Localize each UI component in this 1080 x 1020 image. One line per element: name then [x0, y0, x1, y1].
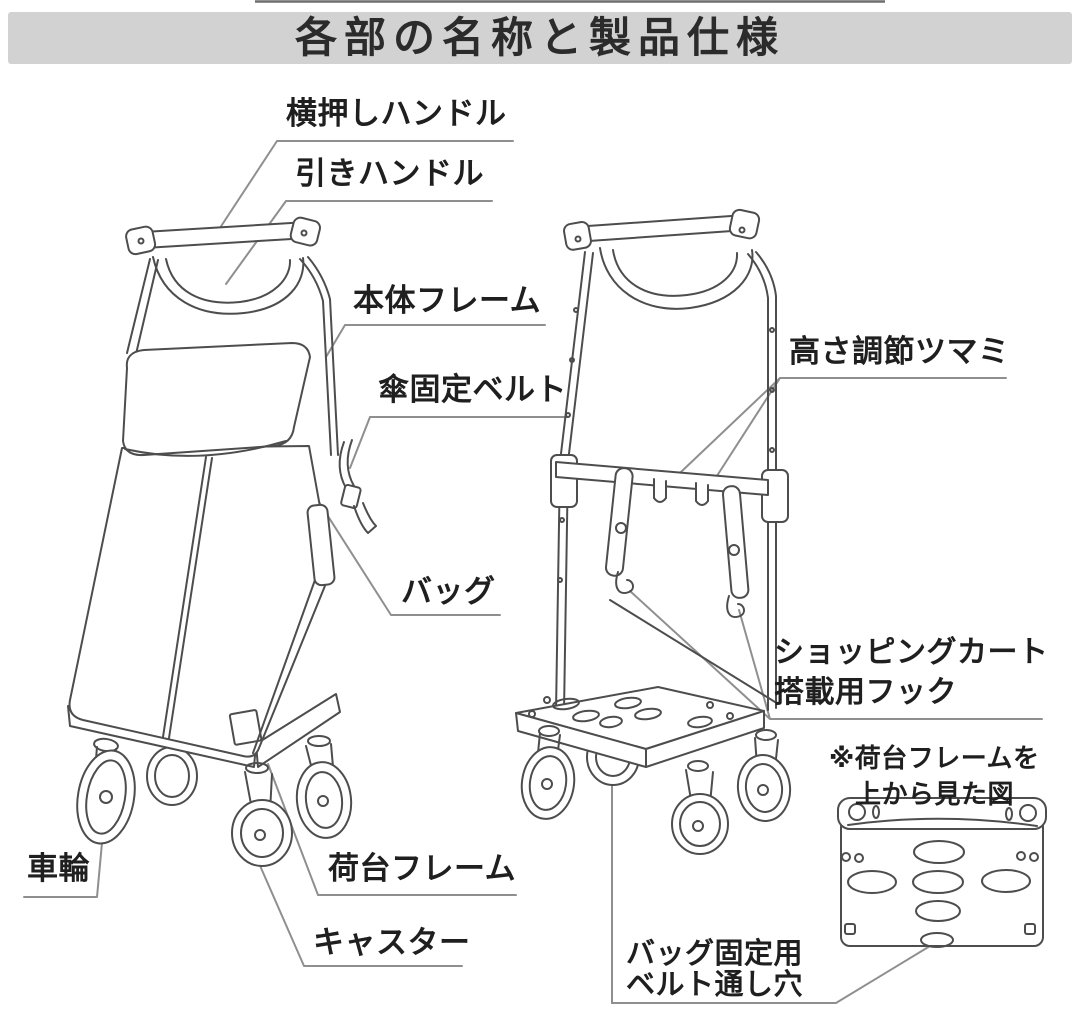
- label-top-view-note-line1: ※荷台フレームを: [829, 744, 1040, 774]
- label-body-frame: 本体フレーム: [353, 283, 542, 319]
- label-bag: バッグ: [401, 574, 496, 610]
- umbrella-belt-shape: [338, 439, 377, 534]
- label-cart-hook: ショッピングカート 搭載用フック: [774, 633, 1049, 713]
- label-pull-handle: 引きハンドル: [295, 156, 484, 192]
- frame-left-wheel: [520, 725, 576, 820]
- label-belt-hole: バッグ固定用 ベルト通し穴: [626, 938, 803, 1000]
- label-belt-hole-line1: バッグ固定用: [626, 936, 804, 970]
- label-cart-hook-line1: ショッピングカート: [774, 635, 1049, 670]
- label-top-view-note-line2: 上から見た図: [855, 780, 1015, 810]
- bag-shape: [68, 342, 336, 758]
- label-wheel: 車輪: [27, 851, 90, 887]
- label-cart-hook-line2: 搭載用フック: [774, 675, 957, 710]
- cart-with-bag-drawing: [67, 216, 377, 867]
- bare-frame-drawing: [515, 208, 792, 855]
- cart-hook-straps: [604, 467, 750, 618]
- header-band: 各部の名称と製品仕様: [8, 12, 1072, 64]
- label-cargo-frame: 荷台フレーム: [328, 851, 517, 887]
- frame-front-caster: [671, 760, 729, 855]
- body-frame-shape: [126, 258, 159, 355]
- front-right-caster: [295, 735, 353, 839]
- front-center-caster: [231, 762, 293, 867]
- pull-handle-shape: [152, 256, 305, 315]
- cargo-frame-top-view: [837, 797, 1047, 948]
- rear-mid-wheel: [146, 746, 198, 806]
- side-push-handle-shape: [139, 221, 313, 249]
- label-umbrella-belt: 傘固定ベルト: [378, 372, 567, 408]
- frame-right-caster: [736, 729, 792, 822]
- label-side-push-handle: 横押しハンドル: [286, 96, 507, 132]
- label-top-view-note: ※荷台フレームを 上から見た図: [829, 741, 1040, 813]
- label-caster: キャスター: [313, 925, 471, 961]
- label-belt-hole-line2: ベルト通し穴: [626, 967, 804, 1001]
- height-knob-bar: [555, 461, 769, 506]
- rear-left-wheel: [76, 737, 136, 845]
- label-height-knob: 高さ調節ツマミ: [789, 334, 1010, 370]
- leader-lines: [23, 140, 1043, 1004]
- page-title: 各部の名称と製品仕様: [294, 13, 785, 62]
